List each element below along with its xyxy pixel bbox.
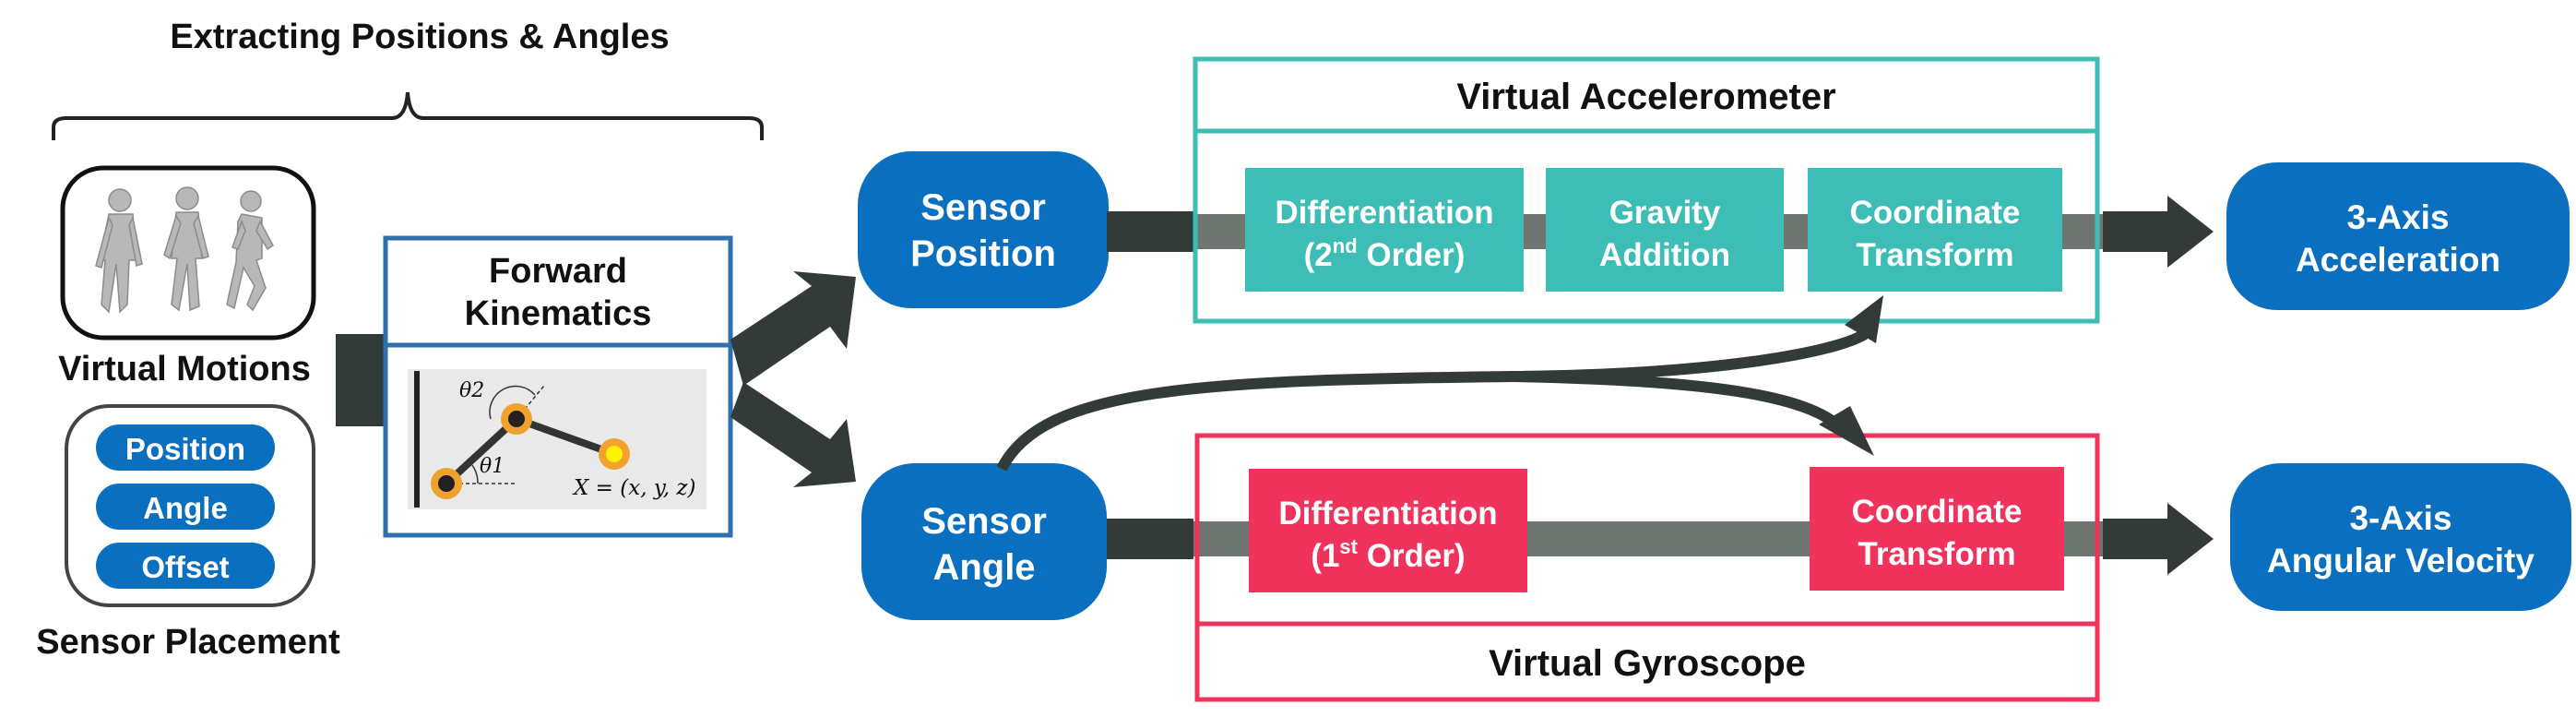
acc-coordinate-block bbox=[1808, 168, 2062, 292]
chip-position bbox=[96, 424, 275, 471]
arrow-icon bbox=[1845, 295, 1883, 343]
arrow-icon bbox=[730, 271, 856, 386]
acc-diff-line1: Differentiation bbox=[1275, 195, 1493, 231]
gravity-line1: Gravity bbox=[1609, 195, 1721, 231]
gravity-addition-block bbox=[1546, 168, 1784, 292]
curve-to-gyro-coordinate bbox=[1512, 371, 1846, 433]
fk-title-line1: Forward bbox=[489, 252, 627, 291]
accelerometer-title-box bbox=[1193, 56, 2100, 134]
mannequin-icon bbox=[163, 186, 209, 312]
output-angular-velocity-node bbox=[2230, 463, 2571, 611]
chip-offset-label: Offset bbox=[141, 550, 229, 584]
gyro-differentiation-block bbox=[1249, 469, 1527, 592]
chip-offset bbox=[96, 543, 275, 589]
output-acc-line2: Acceleration bbox=[2296, 241, 2500, 279]
mannequin-icon bbox=[95, 188, 143, 314]
acc-dark-tail bbox=[2103, 211, 2169, 252]
left-connector-bar bbox=[336, 334, 387, 426]
output-acceleration-node bbox=[2226, 162, 2570, 310]
fk-title-line2: Kinematics bbox=[465, 294, 652, 333]
gravity-line2: Addition bbox=[1599, 237, 1730, 273]
sensor-angle-line1: Sensor bbox=[921, 501, 1047, 542]
gyro-coord-line2: Transform bbox=[1858, 536, 2015, 572]
sensor-position-line1: Sensor bbox=[920, 187, 1046, 228]
gyro-coordinate-block bbox=[1810, 467, 2064, 591]
chip-angle-label: Angle bbox=[143, 491, 228, 525]
output-acc-line1: 3-Axis bbox=[2346, 198, 2449, 236]
header-brace bbox=[52, 91, 764, 140]
acc-dark-stub bbox=[1107, 211, 1193, 252]
gyro-coord-line1: Coordinate bbox=[1852, 494, 2023, 530]
output-gyro-line2: Angular Velocity bbox=[2267, 542, 2534, 580]
chip-position-label: Position bbox=[125, 432, 245, 466]
sensor-placement-label: Sensor Placement bbox=[36, 623, 340, 662]
acc-coord-line2: Transform bbox=[1856, 237, 2013, 273]
arrow-icon bbox=[730, 382, 856, 487]
arrow-icon bbox=[2167, 196, 2214, 268]
sensor-position-line2: Position bbox=[910, 233, 1056, 274]
gyroscope-title-box bbox=[1194, 621, 2100, 702]
curve-to-acc-coordinate bbox=[996, 329, 1869, 472]
mannequin-icon bbox=[226, 190, 274, 312]
sensor-position-node bbox=[858, 151, 1109, 308]
sensor-angle-line2: Angle bbox=[932, 547, 1035, 588]
gyro-dark-stub bbox=[1107, 519, 1193, 559]
virtual-motions-label: Virtual Motions bbox=[58, 350, 311, 388]
theta2-label: θ2 bbox=[459, 379, 484, 402]
acc-coord-line1: Coordinate bbox=[1850, 195, 2021, 231]
accelerometer-body bbox=[1193, 128, 2100, 324]
accelerometer-title: Virtual Accelerometer bbox=[1456, 77, 1835, 117]
gyro-diff-line2: (1st Order) bbox=[1311, 535, 1465, 574]
acc-differentiation-block bbox=[1245, 168, 1524, 292]
theta1-label: θ1 bbox=[480, 455, 505, 478]
position-equation: X = (x, y, z) bbox=[572, 476, 696, 500]
header-title: Extracting Positions & Angles bbox=[170, 18, 669, 56]
gyroscope-title: Virtual Gyroscope bbox=[1489, 643, 1806, 684]
arrow-icon bbox=[1819, 406, 1874, 456]
acc-diff-line2: (2nd Order) bbox=[1304, 234, 1466, 273]
arrow-icon bbox=[2167, 503, 2214, 575]
chip-angle bbox=[96, 484, 275, 530]
output-gyro-line1: 3-Axis bbox=[2349, 499, 2451, 537]
gyro-dark-tail bbox=[2103, 519, 2169, 559]
sensor-angle-node bbox=[861, 463, 1107, 620]
gyro-diff-line1: Differentiation bbox=[1278, 496, 1497, 532]
robot-arm-icon: θ2 θ1 X = (x, y, z) bbox=[408, 369, 706, 509]
